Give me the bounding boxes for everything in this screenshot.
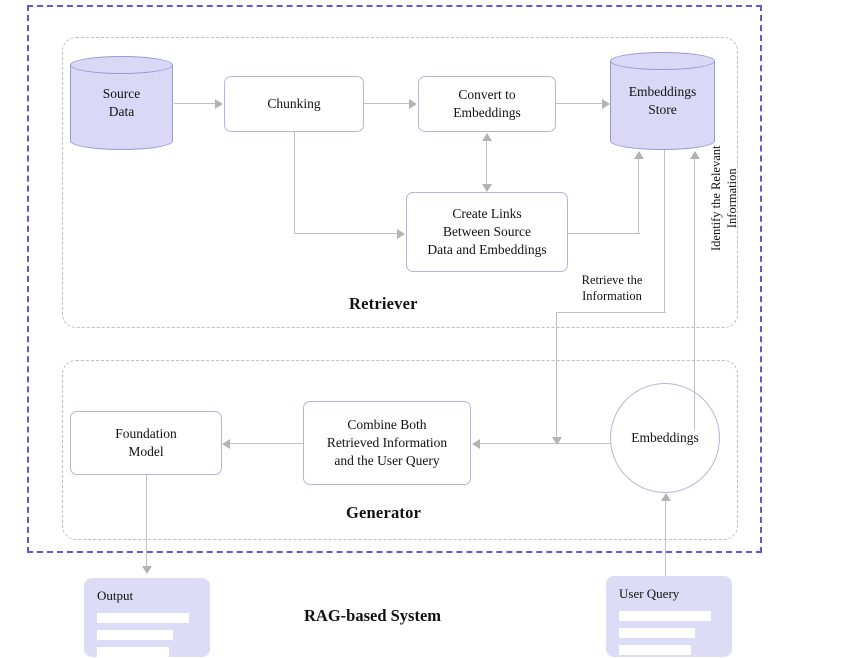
- identify-relevant-information-edge-label: Identify the Relevant Information: [708, 145, 739, 252]
- edge-chunking-to-createlinks: [294, 233, 398, 235]
- edge-retrieve-left: [556, 312, 666, 314]
- arrowhead-convert-to-createlinks: [482, 184, 492, 192]
- edge-store-down-retrieve: [664, 150, 666, 313]
- edge-chunking-down: [294, 132, 296, 234]
- retriever-group-boundary: [62, 37, 738, 328]
- edge-combine-to-foundation: [230, 443, 303, 445]
- cylinder-body: [70, 65, 173, 141]
- cylinder-body: [610, 61, 715, 141]
- output-card-line: [97, 647, 169, 657]
- arrowhead-embeddings-to-combine: [472, 439, 480, 449]
- arrowhead-chunking-to-convert: [409, 99, 417, 109]
- output-card[interactable]: Output: [84, 578, 210, 657]
- edge-embeddings-up-to-store: [694, 158, 696, 430]
- edge-createlinks-up-to-store: [638, 158, 640, 234]
- user-query-card-title: User Query: [619, 586, 680, 601]
- combine-label: Combine Both Retrieved Information and t…: [326, 417, 448, 468]
- retrieve-information-edge-label: Retrieve the Information: [581, 273, 643, 304]
- arrowhead-chunking-to-createlinks: [397, 229, 405, 239]
- embeddings-store-label: Embeddings Store: [628, 84, 697, 117]
- user-query-card-line: [619, 611, 711, 621]
- edge-embeddings-to-combine: [479, 443, 611, 445]
- arrowhead-embeddings-to-store: [690, 151, 700, 159]
- embeddings-circle-label: Embeddings: [631, 430, 699, 445]
- retriever-group-title: Retriever: [349, 294, 418, 313]
- user-query-card-line: [619, 628, 695, 638]
- generator-group-boundary: [62, 360, 738, 540]
- output-card-title: Output: [97, 588, 134, 603]
- foundation-model-label: Foundation Model: [115, 426, 177, 459]
- source-data-cylinder[interactable]: Source Data: [70, 56, 173, 150]
- generator-group-title: Generator: [346, 503, 422, 522]
- arrowhead-foundation-to-output: [142, 566, 152, 574]
- embeddings-circle-node[interactable]: Embeddings: [610, 383, 720, 493]
- arrowhead-retrieve-to-combine: [552, 437, 562, 445]
- edge-chunking-to-convert: [364, 103, 410, 105]
- cylinder-top-ellipse: [70, 56, 173, 74]
- arrowhead-createlinks-to-store: [634, 151, 644, 159]
- system-boundary: [27, 5, 762, 553]
- arrowhead-convert-to-store: [602, 99, 610, 109]
- edge-createlinks-right: [568, 233, 640, 235]
- cylinder-top-ellipse: [610, 52, 715, 70]
- user-query-card[interactable]: User Query: [606, 576, 732, 657]
- arrowhead-createlinks-to-convert: [482, 133, 492, 141]
- edge-userquery-to-embeddings: [665, 500, 667, 576]
- arrowhead-userquery-to-embeddings: [661, 493, 671, 501]
- edge-convert-to-store: [556, 103, 604, 105]
- output-card-line: [97, 630, 173, 640]
- chunking-label: Chunking: [267, 96, 321, 112]
- source-data-label: Source Data: [102, 86, 141, 119]
- edge-source-to-chunking: [174, 103, 216, 105]
- embeddings-store-cylinder[interactable]: Embeddings Store: [610, 52, 715, 150]
- user-query-card-line: [619, 645, 691, 655]
- edge-foundation-to-output: [146, 475, 148, 571]
- combine-node[interactable]: Combine Both Retrieved Information and t…: [303, 401, 471, 485]
- edge-createlinks-convert: [486, 140, 488, 185]
- foundation-model-node[interactable]: Foundation Model: [70, 411, 222, 475]
- diagram-title: RAG-based System: [304, 606, 442, 625]
- create-links-label: Create Links Between Source Data and Emb…: [427, 206, 547, 257]
- convert-to-embeddings-node[interactable]: Convert to Embeddings: [418, 76, 556, 132]
- output-card-line: [97, 613, 189, 623]
- arrowhead-source-to-chunking: [215, 99, 223, 109]
- create-links-node[interactable]: Create Links Between Source Data and Emb…: [406, 192, 568, 272]
- edge-retrieve-down-to-combine: [556, 312, 558, 444]
- chunking-node[interactable]: Chunking: [224, 76, 364, 132]
- convert-to-embeddings-label: Convert to Embeddings: [453, 87, 521, 120]
- arrowhead-combine-to-foundation: [222, 439, 230, 449]
